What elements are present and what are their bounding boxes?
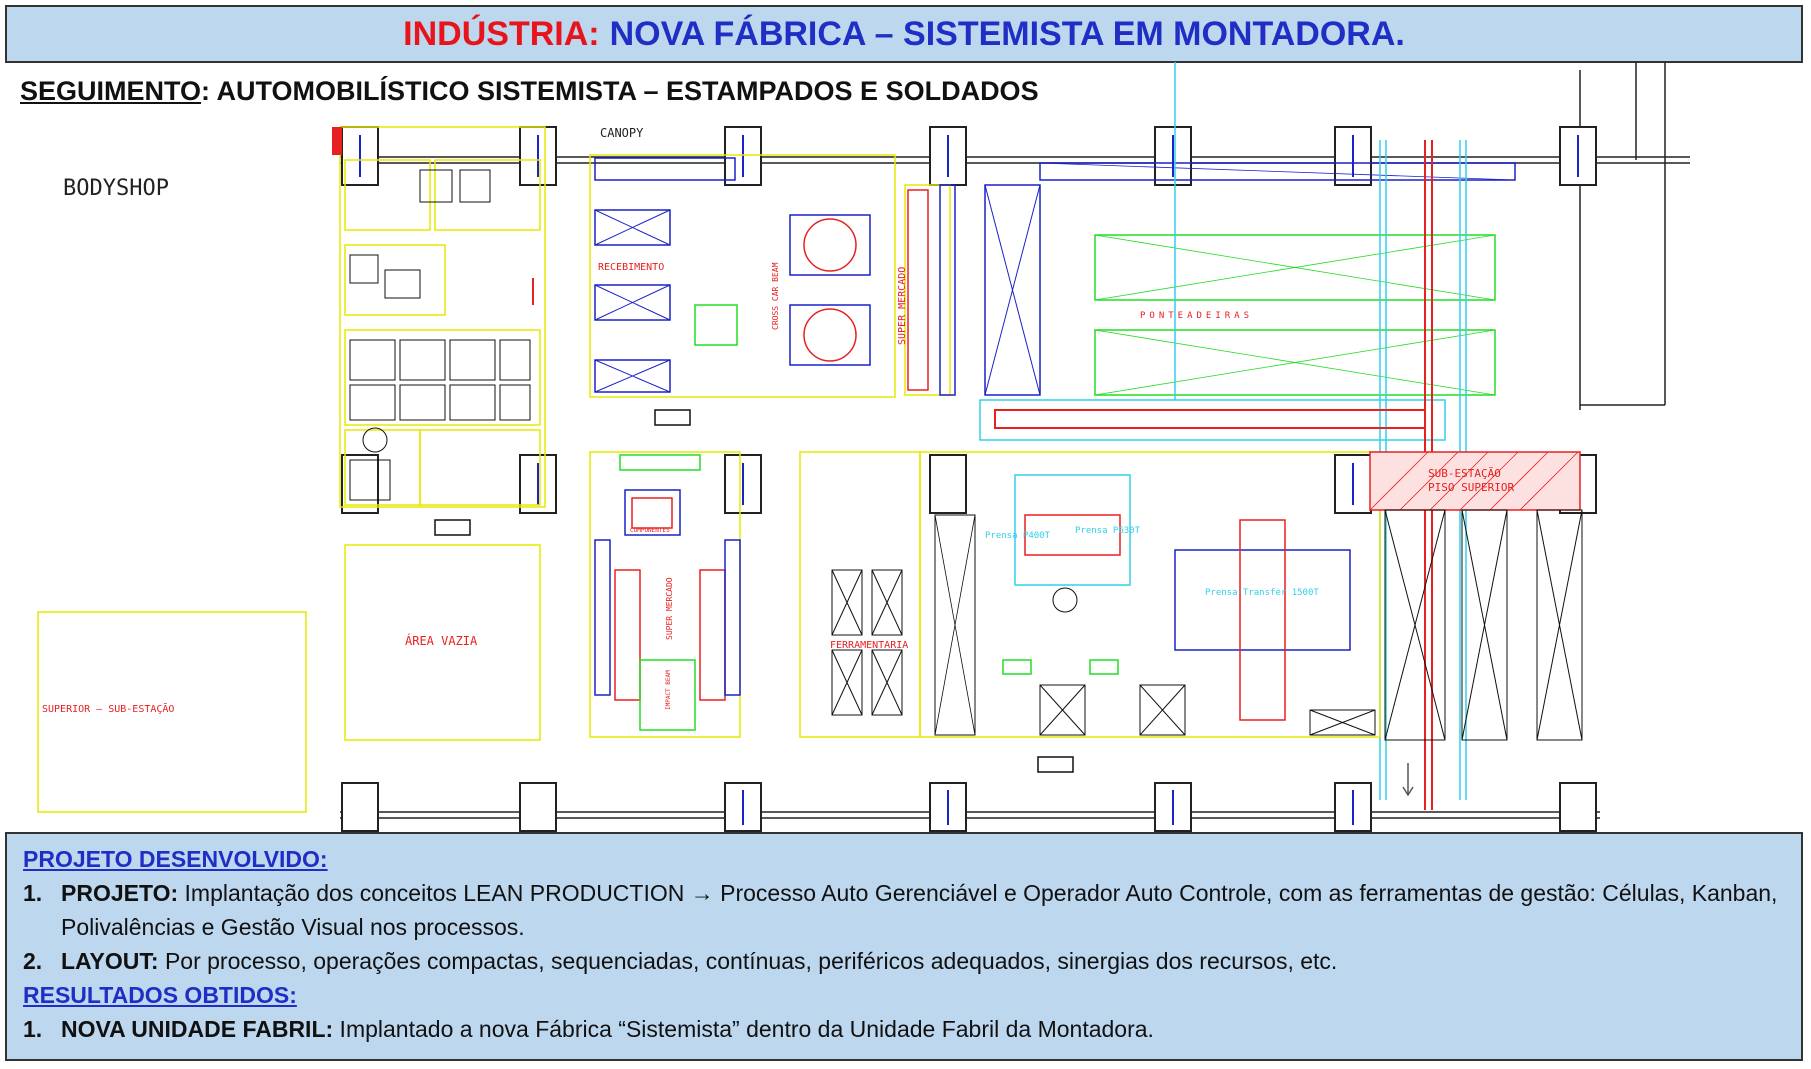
overhead-crane [994, 409, 1426, 429]
ferramentaria-label: FERRAMENTARIA [830, 640, 908, 651]
sub-estacao-area: SUB-ESTAÇÃO PISO SUPERIOR [1369, 451, 1581, 511]
factory-floor-plan: BODYSHOP CANOPY RECEBIMENTO CROSS CAR BE… [37, 62, 1690, 832]
title-main: NOVA FÁBRICA – SISTEMISTA EM MONTADORA. [609, 14, 1405, 53]
item-number: 1. [23, 1016, 43, 1042]
projeto-header: PROJETO DESENVOLVIDO: [23, 846, 328, 872]
bodyshop-label: BODYSHOP [63, 176, 169, 201]
flow-arrow [1402, 763, 1414, 797]
top-racks [1039, 162, 1516, 181]
canopy-label: CANOPY [600, 126, 644, 140]
item-label: PROJETO: [61, 880, 179, 906]
segment-line: SEGUIMENTO: AUTOMOBILÍSTICO SISTEMISTA –… [20, 76, 1039, 107]
forklifts [434, 409, 1074, 773]
title-banner: INDÚSTRIA: NOVA FÁBRICA – SISTEMISTA EM … [5, 5, 1803, 63]
area-vazia-label: ÁREA VAZIA [405, 633, 478, 648]
ponteadeiras-label: PONTEADEIRAS [1140, 311, 1253, 321]
componentes-label: COMPONENTES [630, 527, 670, 534]
item-text: Implantado a nova Fábrica “Sistemista” d… [333, 1016, 1154, 1042]
cross-car-beam-cells [789, 214, 871, 366]
superior-sub-estacao-area [37, 611, 307, 813]
segment-label: SEGUIMENTO [20, 76, 202, 106]
receiving-area: RECEBIMENTO [589, 154, 896, 398]
projeto-item-2: 2. LAYOUT: Por processo, operações compa… [23, 944, 1785, 978]
supermarket-2-area: COMPONENTES [589, 451, 741, 738]
prensa-630-label: Prensa P630T [1075, 526, 1141, 536]
impact-beam-label: IMPACT BEAM [665, 670, 672, 710]
title-prefix: INDÚSTRIA: [403, 14, 600, 53]
sub-estacao-label-2: PISO SUPERIOR [1428, 481, 1514, 494]
conveyors [979, 62, 1467, 800]
resultados-header: RESULTADOS OBTIDOS: [23, 982, 297, 1008]
item-label: NOVA UNIDADE FABRIL: [61, 1016, 334, 1042]
recebimento-label: RECEBIMENTO [598, 262, 664, 273]
item-number: 1. [23, 880, 43, 906]
super-mercado-2-label: SUPER MERCADO [665, 577, 674, 640]
empty-area [344, 544, 541, 741]
office-desks [349, 169, 531, 501]
sub-estacao-label-1: SUB-ESTAÇÃO [1428, 467, 1501, 480]
ponteadeiras-area [1094, 234, 1496, 396]
press-area: Prensa P400T Prensa P630T Prensa Transfe… [919, 451, 1381, 738]
item-text: Implantação dos conceitos LEAN PRODUCTIO… [61, 880, 1778, 940]
prensa-400-label: Prensa P400T [985, 531, 1051, 541]
ferramentaria-area: FERRAMENTARIA [799, 451, 921, 738]
item-number: 2. [23, 948, 43, 974]
projeto-item-1: 1. PROJETO: Implantação dos conceitos LE… [23, 876, 1785, 944]
cross-car-beam-label: CROSS CAR BEAM [771, 262, 780, 330]
resultado-item-1: 1. NOVA UNIDADE FABRIL: Implantado a nov… [23, 1012, 1785, 1046]
right-racks [1384, 509, 1583, 741]
prensa-transfer-label: Prensa Transfer 1500T [1205, 588, 1319, 598]
super-mercado-label: SUPER MERCADO [897, 267, 908, 345]
item-label: LAYOUT: [61, 948, 159, 974]
superior-sub-estacao-label: SUPERIOR – SUB-ESTAÇÃO [42, 702, 174, 715]
supermarket-1 [904, 184, 1041, 396]
item-text: Por processo, operações compactas, seque… [158, 948, 1338, 974]
segment-text: : AUTOMOBILÍSTICO SISTEMISTA – ESTAMPADO… [201, 76, 1039, 106]
info-panel: PROJETO DESENVOLVIDO: 1. PROJETO: Implan… [5, 832, 1803, 1061]
